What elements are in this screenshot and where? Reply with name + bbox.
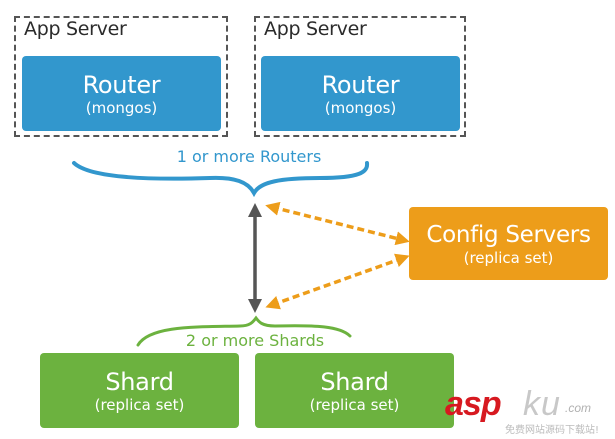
shard-box-2: Shard (replica set)	[255, 353, 454, 428]
routers-brace	[72, 161, 370, 198]
app-server-container-1: App Server	[14, 16, 228, 137]
watermark-brand-red: asp	[445, 385, 502, 423]
router-config-arrow	[265, 201, 410, 246]
watermark-suffix: .com	[565, 401, 592, 415]
app-server-label: App Server	[24, 18, 127, 40]
shard-title: Shard	[320, 367, 389, 396]
config-servers-title: Config Servers	[426, 221, 591, 248]
config-servers-box: Config Servers (replica set)	[409, 207, 608, 280]
shard-title: Shard	[105, 367, 174, 396]
router-subtitle: (mongos)	[85, 98, 158, 117]
watermark-brand-grey: ku	[523, 385, 561, 423]
shard-config-arrow	[265, 253, 410, 310]
app-server-label: App Server	[264, 18, 367, 40]
watermark-tagline: 免费网站源码下载站!	[505, 425, 600, 436]
shards-brace	[136, 315, 352, 347]
router-subtitle: (mongos)	[324, 98, 397, 117]
watermark-logo: asp ku .com 免费网站源码下载站!	[445, 385, 615, 439]
router-box-1: Router (mongos)	[22, 56, 221, 131]
router-box-2: Router (mongos)	[261, 56, 460, 131]
routers-brace-label: 1 or more Routers	[176, 147, 322, 166]
shards-brace-label: 2 or more Shards	[185, 331, 325, 350]
shard-box-1: Shard (replica set)	[40, 353, 239, 428]
router-title: Router	[82, 70, 161, 99]
config-servers-subtitle: (replica set)	[463, 248, 554, 267]
app-server-container-2: App Server	[254, 16, 466, 137]
shard-subtitle: (replica set)	[309, 395, 400, 414]
shard-subtitle: (replica set)	[94, 395, 185, 414]
router-title: Router	[321, 70, 400, 99]
